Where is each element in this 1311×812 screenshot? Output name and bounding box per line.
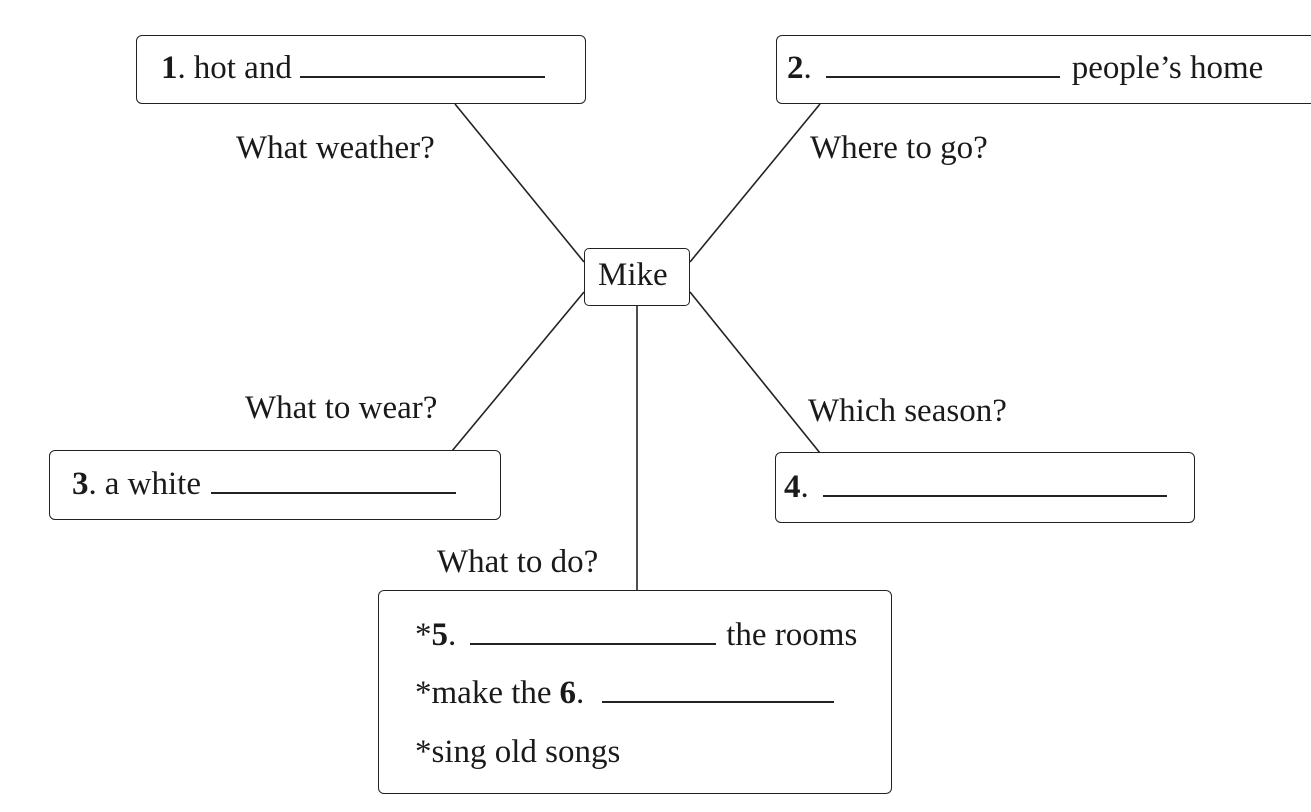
box-weather: 1. hot and <box>136 35 586 104</box>
item-separator: . <box>88 466 97 502</box>
item-text: *make the <box>415 675 552 711</box>
item-text: *sing old songs <box>415 734 621 770</box>
item-text: hot and <box>193 50 292 86</box>
box-where: 2. people’s home <box>776 35 1311 104</box>
box-weather-row: 1. hot and <box>161 50 553 87</box>
answer-blank-1[interactable] <box>299 50 545 78</box>
answer-blank-3[interactable] <box>210 466 456 494</box>
question-which-season: Which season? <box>808 393 1007 429</box>
item-separator: . <box>177 50 186 86</box>
todo-item-2: *make the 6. <box>415 675 842 712</box>
answer-blank-5[interactable] <box>470 617 717 645</box>
item-prefix: * <box>415 617 432 653</box>
item-separator: . <box>576 675 585 711</box>
item-text: people’s home <box>1071 50 1264 86</box>
item-number: 3 <box>72 466 89 502</box>
box-season: 4. <box>775 452 1195 523</box>
item-number: 2 <box>787 50 804 86</box>
connector-where <box>689 103 821 263</box>
question-where-to-go: Where to go? <box>810 130 988 166</box>
item-text: the rooms <box>726 617 858 653</box>
box-season-row: 4. <box>784 469 1175 506</box>
item-separator: . <box>800 469 809 505</box>
connector-wear <box>451 291 585 452</box>
question-what-weather: What weather? <box>236 130 435 166</box>
item-separator: . <box>803 50 812 86</box>
box-wear: 3. a white <box>49 450 501 520</box>
item-number: 4 <box>784 469 801 505</box>
question-what-to-do: What to do? <box>437 544 599 580</box>
todo-item-1: *5. the rooms <box>415 617 857 654</box>
connector-weather <box>454 103 585 263</box>
box-where-row: 2. people’s home <box>787 50 1263 87</box>
question-what-to-wear: What to wear? <box>245 390 438 426</box>
todo-item-3: *sing old songs <box>415 734 620 771</box>
box-wear-row: 3. a white <box>72 466 464 503</box>
answer-blank-2[interactable] <box>825 50 1060 78</box>
item-number: 6 <box>559 675 577 711</box>
item-text: a white <box>104 466 201 502</box>
item-number: 1 <box>161 50 178 86</box>
answer-blank-4[interactable] <box>822 469 1167 497</box>
center-node: Mike <box>584 248 690 306</box>
item-separator: . <box>448 617 457 653</box>
connector-season <box>689 291 821 454</box>
box-todo: *5. the rooms *make the 6. *sing old son… <box>378 590 892 794</box>
item-number: 5 <box>431 617 449 653</box>
answer-blank-6[interactable] <box>602 675 835 703</box>
center-name: Mike <box>598 257 668 293</box>
